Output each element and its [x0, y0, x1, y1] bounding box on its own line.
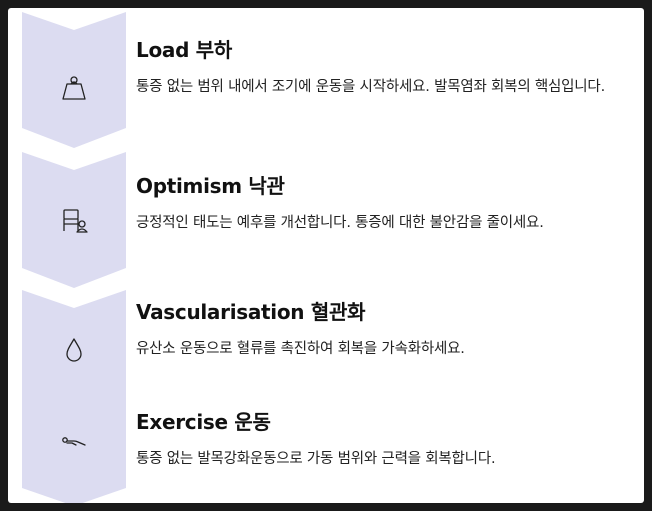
step-load: Load 부하 통증 없는 범위 내에서 조기에 운동을 시작하세요. 발목염좌…	[136, 38, 632, 100]
step-title: Load 부하	[136, 38, 232, 62]
chevron-step-2	[22, 152, 126, 288]
step-description: 통증 없는 범위 내에서 조기에 운동을 시작하세요. 발목염좌 회복의 핵심입…	[136, 79, 605, 95]
love-steps-card: Load 부하 통증 없는 범위 내에서 조기에 운동을 시작하세요. 발목염좌…	[8, 8, 644, 503]
step-title: Vascularisation 혈관화	[136, 300, 366, 324]
chevron-column	[22, 8, 126, 503]
step-vascularisation: Vascularisation 혈관화 유산소 운동으로 혈류를 촉진하여 회복…	[136, 300, 632, 362]
step-exercise: Exercise 운동 통증 없는 발목강화운동으로 가동 범위와 근력을 회복…	[136, 410, 632, 472]
chevron-step-3	[22, 290, 126, 426]
step-description: 통증 없는 발목강화운동으로 가동 범위와 근력을 회복합니다.	[136, 451, 496, 467]
chevron-step-1	[22, 12, 126, 148]
droplet-icon	[58, 334, 90, 366]
step-description: 유산소 운동으로 혈류를 촉진하여 회복을 가속화하세요.	[136, 341, 465, 357]
step-description: 긍정적인 태도는 예후를 개선합니다. 통증에 대한 불안감을 줄이세요.	[136, 215, 544, 231]
step-title: Optimism 낙관	[136, 174, 285, 198]
weight-icon	[58, 72, 90, 104]
chevron-step-4	[22, 388, 126, 503]
person-chair-icon	[58, 204, 90, 236]
step-optimism: Optimism 낙관 긍정적인 태도는 예후를 개선합니다. 통증에 대한 불…	[136, 174, 632, 236]
step-title: Exercise 운동	[136, 410, 271, 434]
exercise-icon	[58, 426, 90, 458]
